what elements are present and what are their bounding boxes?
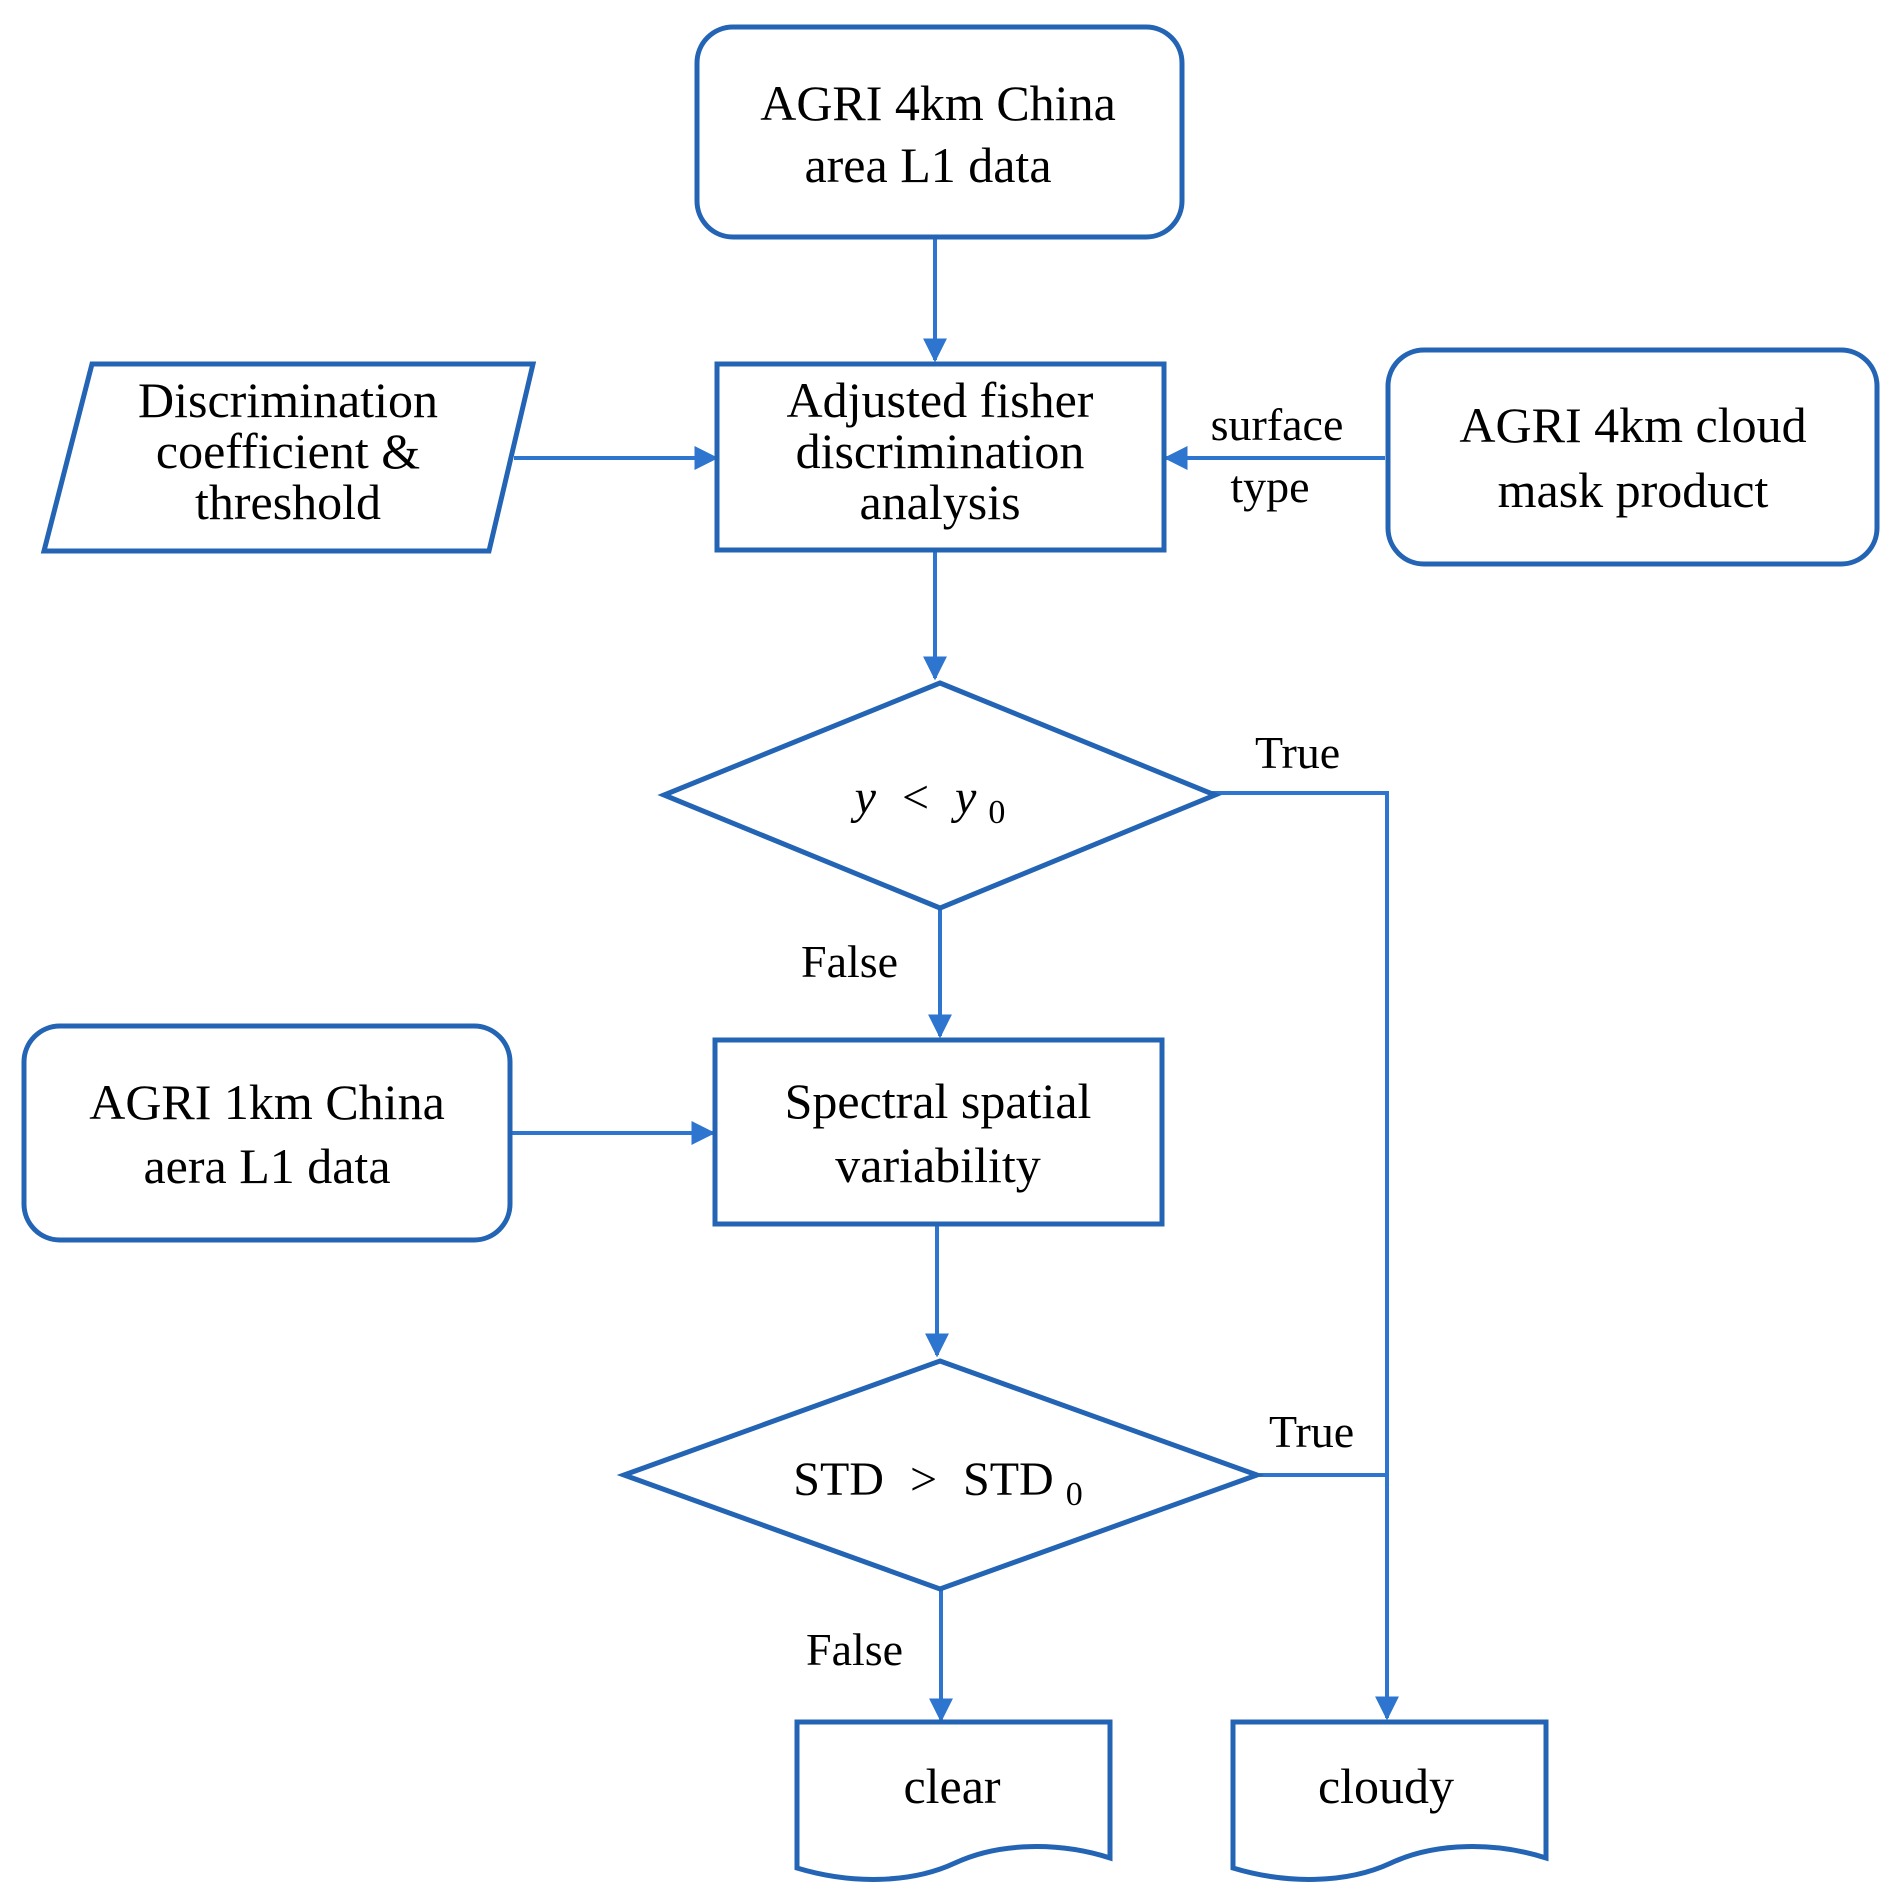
expr-rhs-subscript: 0 bbox=[988, 794, 1005, 831]
edge-label-true: True bbox=[1269, 1406, 1354, 1457]
node-cloud-mask-product: AGRI 4km cloud mask product bbox=[1385, 347, 1880, 567]
expr-rhs: y bbox=[950, 771, 977, 824]
node-text-line: Discrimination bbox=[138, 372, 438, 428]
node-text-line: discrimination bbox=[796, 423, 1085, 479]
node-spectral-spatial-variability: Spectral spatial variability bbox=[712, 1037, 1165, 1227]
node-text-line: AGRI 4km China bbox=[760, 75, 1116, 131]
edge-label-line: surface bbox=[1211, 399, 1344, 450]
node-fisher-analysis: Adjusted fisher discrimination analysis bbox=[714, 361, 1167, 553]
expr-rhs: STD bbox=[963, 1453, 1054, 1506]
node-clear-output: clear bbox=[794, 1719, 1113, 1882]
edge-decision1-true bbox=[1212, 791, 1399, 1721]
expr-rhs-subscript: 0 bbox=[1066, 1476, 1083, 1513]
edge-label-false: False bbox=[801, 936, 898, 987]
node-text-line: Adjusted fisher bbox=[787, 372, 1094, 428]
edge-label-surface-type: surface type bbox=[1211, 399, 1344, 512]
node-cloudy-output: cloudy bbox=[1230, 1719, 1549, 1882]
node-decision-y-threshold: y < y 0 bbox=[657, 680, 1222, 911]
expr-operator: < bbox=[902, 771, 929, 824]
node-text-line: AGRI 1km China bbox=[89, 1074, 445, 1130]
expr-lhs: STD bbox=[793, 1453, 884, 1506]
edge-label-true: True bbox=[1255, 727, 1340, 778]
decision-expression: y < y 0 bbox=[850, 771, 1006, 831]
node-text-line: aera L1 data bbox=[143, 1138, 390, 1194]
node-text-line: mask product bbox=[1498, 462, 1769, 518]
node-text-line: Spectral spatial bbox=[785, 1073, 1092, 1129]
node-agri-4km-l1: AGRI 4km China area L1 data bbox=[694, 24, 1185, 240]
node-text-line: variability bbox=[835, 1137, 1041, 1193]
edge-label-line: type bbox=[1230, 461, 1309, 512]
node-agri-1km-l1: AGRI 1km China aera L1 data bbox=[21, 1023, 513, 1243]
node-text-line: AGRI 4km cloud bbox=[1459, 397, 1806, 453]
node-decision-std-threshold: STD > STD 0 bbox=[616, 1358, 1265, 1592]
expr-lhs: y bbox=[850, 771, 877, 824]
node-text-line: analysis bbox=[859, 474, 1020, 530]
connectors bbox=[510, 238, 1399, 1723]
node-text-line: coefficient & bbox=[156, 423, 420, 479]
node-text-line: area L1 data bbox=[804, 137, 1051, 193]
node-text-line: threshold bbox=[195, 474, 381, 530]
output-label: cloudy bbox=[1318, 1758, 1454, 1814]
edge-label-false: False bbox=[806, 1624, 903, 1675]
decision-expression: STD > STD 0 bbox=[793, 1453, 1082, 1513]
output-label: clear bbox=[903, 1758, 1000, 1814]
node-discrimination-coefficient: Discrimination coefficient & threshold bbox=[40, 361, 537, 554]
expr-operator: > bbox=[910, 1453, 937, 1506]
